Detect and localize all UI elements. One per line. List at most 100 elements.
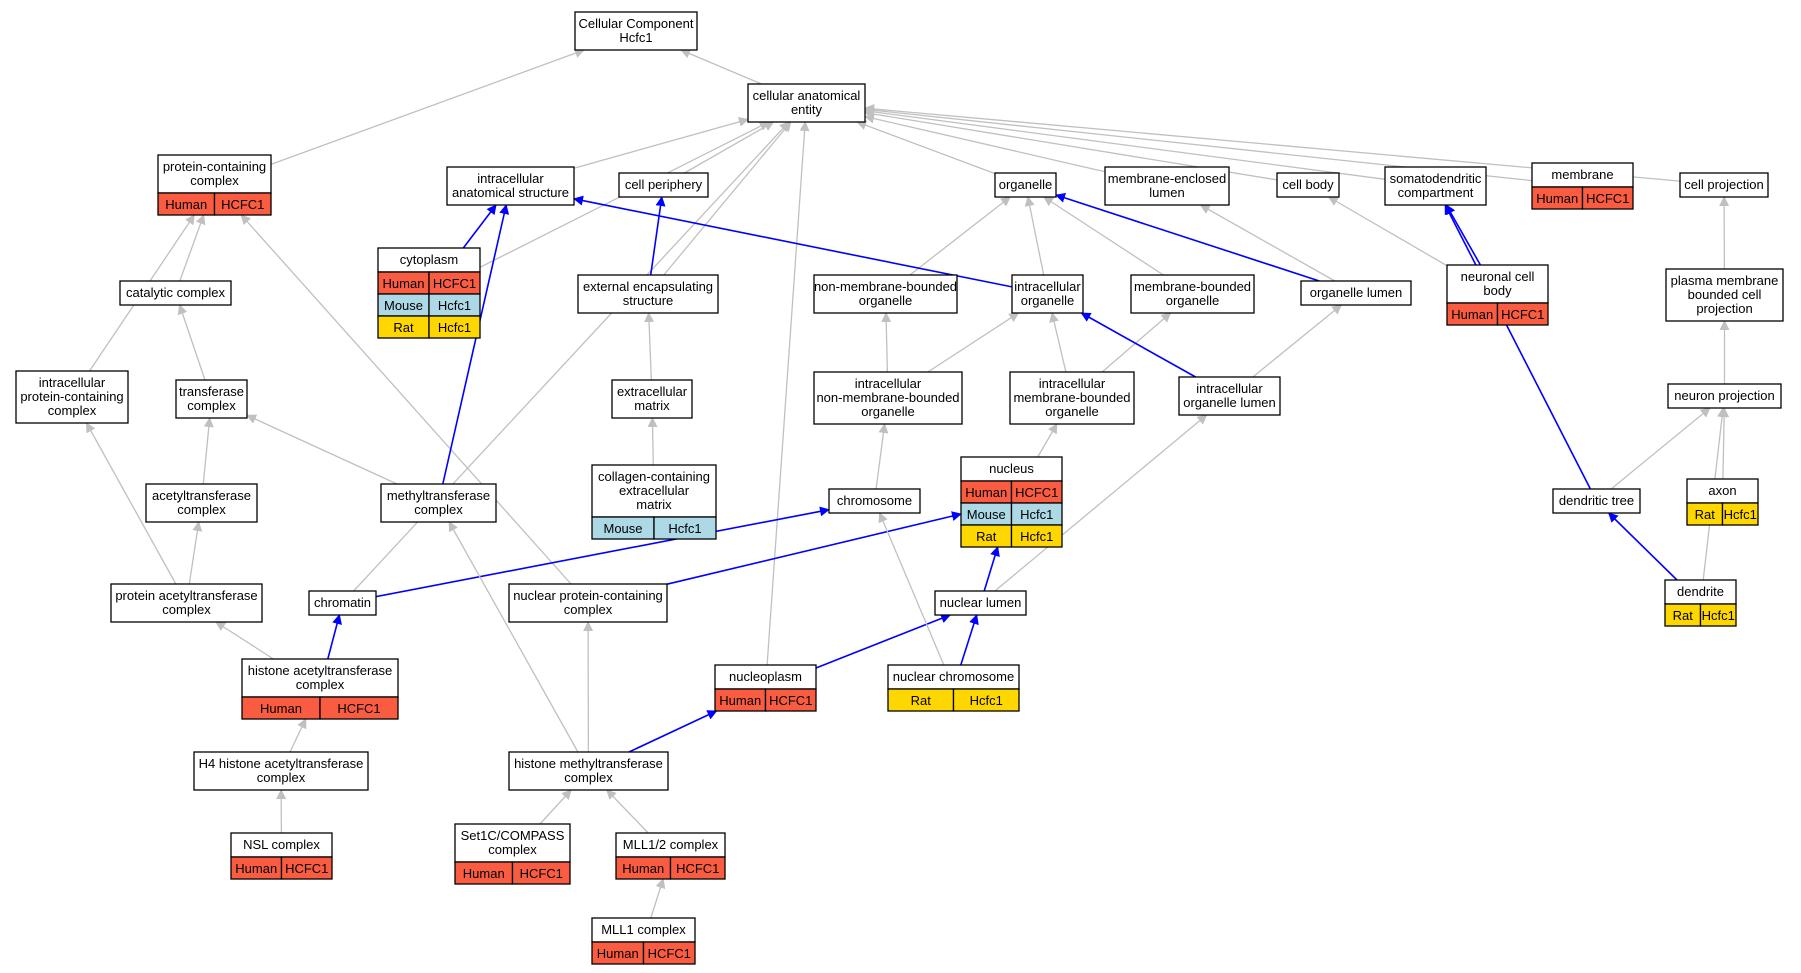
node-label-line: nuclear protein-containing (513, 588, 663, 603)
node-box (828, 488, 921, 514)
node-box (145, 483, 258, 523)
species-label: Human (463, 866, 505, 881)
gene-label: HCFC1 (1586, 191, 1629, 206)
is-a-edge-pcc-to-cc (270, 48, 585, 166)
node-box (241, 658, 399, 698)
node-box (119, 280, 232, 306)
node-box (574, 11, 698, 51)
node-label-line: matrix (634, 398, 670, 413)
is-a-edge-ecm-to-ees (644, 312, 655, 381)
node-label-line: complex (564, 770, 613, 785)
species-label: Human (622, 861, 664, 876)
gene-cell (1010, 524, 1063, 548)
is-a-edge-io-to-org (1024, 196, 1045, 276)
node-label-line: plasma membrane (1671, 273, 1779, 288)
node-label-line: chromatin (314, 595, 371, 610)
gene-cell (428, 315, 481, 339)
node-box (591, 464, 717, 518)
species-label: Mouse (603, 521, 642, 536)
node-label-line: nuclear lumen (940, 595, 1022, 610)
node-box (1446, 264, 1549, 304)
is-a-edge-patc-to-actc (188, 521, 203, 585)
part-of-edge-dend-to-dtree (1607, 512, 1678, 581)
species-row-human: Human HCFC1 (454, 861, 571, 885)
part-of-edge-ees-to-cper (649, 196, 666, 276)
go-term-node-chromatin: chromatin (308, 590, 377, 616)
node-label-line: intracellular (855, 376, 922, 391)
go-term-node-nlum: nuclear lumen (934, 590, 1027, 616)
gene-cell (764, 688, 817, 712)
node-label-line: MLL1 complex (601, 922, 686, 937)
node-box (446, 166, 575, 206)
node-label-line: organelle (999, 177, 1053, 192)
node-label-line: dendritic tree (1559, 493, 1634, 508)
node-label-line: nucleoplasm (729, 669, 802, 684)
node-label-line: organelle (861, 404, 915, 419)
node-box (230, 832, 333, 858)
node-box (15, 370, 129, 424)
node-label-line: bounded cell (1688, 287, 1762, 302)
node-label-line: complex (48, 403, 97, 418)
node-label-line: intracellular (1039, 376, 1106, 391)
is-a-edge-imbo-to-mbo (1101, 312, 1172, 373)
part-of-edge-cyto-to-ias (462, 204, 497, 249)
is-a-edge-cper-to-cae (684, 121, 775, 174)
node-box (1664, 579, 1737, 605)
node-label-line: extracellular (619, 483, 690, 498)
part-of-edge-nchr-to-nlum (960, 614, 979, 666)
node-label-line: complex (488, 842, 537, 857)
gene-label: HCFC1 (1501, 307, 1544, 322)
is-a-edge-npcc-to-pcc (240, 214, 572, 585)
part-of-edge-dtree-to-sdc (1444, 204, 1592, 490)
gene-label: HCFC1 (676, 861, 719, 876)
node-box (377, 247, 481, 273)
part-of-edge-hatc-to-chromatin (327, 614, 342, 660)
node-box (157, 154, 272, 194)
is-a-edge-actc-to-trc (202, 417, 214, 485)
node-label-line: extracellular (617, 384, 688, 399)
node-label-line: organelle (1166, 293, 1220, 308)
is-a-edge-ccecm-to-ecm (647, 417, 658, 466)
node-label-line: protein-containing (20, 389, 123, 404)
gene-label: HCFC1 (520, 866, 563, 881)
node-box (1009, 371, 1135, 425)
is-a-edge-inmbo-to-io (927, 312, 1020, 373)
node-label-line: complex (296, 677, 345, 692)
node-box (380, 483, 497, 523)
node-label-line: compartment (1398, 185, 1474, 200)
node-box (615, 832, 726, 858)
gene-label: HCFC1 (221, 197, 264, 212)
node-label-line: structure (623, 293, 674, 308)
is-a-edge-mll12-to-hmtc (606, 789, 649, 834)
gene-cell (280, 856, 333, 880)
node-label-line: membrane-enclosed (1108, 171, 1227, 186)
part-of-edge-nlum-to-nuc (983, 546, 1000, 592)
node-label-line: somatodendritic (1390, 171, 1482, 186)
gene-cell (1581, 186, 1634, 210)
node-label-line: complex (162, 602, 211, 617)
is-a-edge-cae-to-cc (680, 48, 762, 85)
go-term-node-nproj: neuron projection (1667, 383, 1782, 409)
part-of-edge-io-to-ias (573, 195, 1013, 288)
is-a-edge-ees-to-cae (663, 121, 792, 276)
gene-cell (213, 192, 272, 216)
go-term-node-cbody: cell body (1276, 172, 1340, 198)
